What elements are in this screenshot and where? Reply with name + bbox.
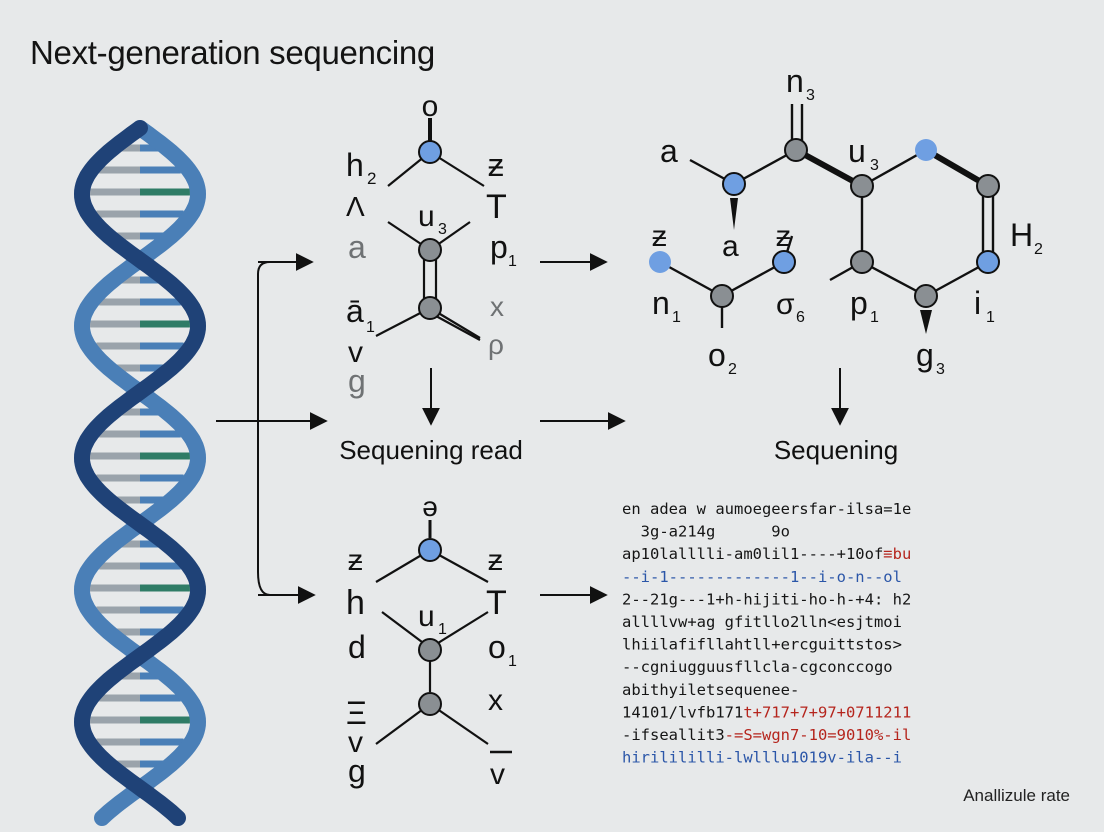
atom-label: u: [418, 600, 435, 633]
sequence-line: 14101/lvfb171t+717+7+97+0711211: [622, 703, 911, 721]
branch-connector: [216, 253, 328, 604]
atom-label: v: [490, 758, 505, 791]
node-gray: [710, 284, 734, 308]
atom-label: ƶ: [488, 147, 504, 183]
sequence-line: en adea w aumoegeersfar-ilsa=1e: [622, 500, 911, 518]
node-gray: [850, 250, 874, 274]
atom-label: n: [652, 285, 670, 321]
sequence-line: -ifseallit3-=S=wgn7-10=9010%-il: [622, 726, 911, 744]
atom-label: o: [708, 337, 726, 373]
atom-label: ƶ: [776, 220, 791, 253]
atom-label: a: [722, 230, 739, 263]
sequence-line: --cgniugguusfllcla-cgconccogo: [622, 658, 893, 676]
node-blue: [772, 250, 796, 274]
analysis-rate-label: Anallizule rate: [963, 786, 1070, 805]
node-gray: [976, 174, 1000, 198]
node-blue: [649, 251, 671, 273]
atom-label: T: [486, 188, 507, 226]
atom-label: Ξ: [346, 695, 367, 731]
sequence-line: --i-1-------------1--i-o-n--ol: [622, 568, 902, 586]
atom-label: u: [418, 200, 435, 233]
atom-subscript: 2: [1034, 241, 1043, 258]
atom-label: v: [348, 726, 363, 759]
sequence-line: allllvw+ag gfitllo2lln<esjtmoi: [622, 613, 902, 631]
atom-subscript: 2: [367, 169, 376, 188]
atom-subscript: 3: [936, 361, 945, 378]
atom-subscript: 1: [438, 621, 447, 638]
node-blue: [976, 250, 1000, 274]
node-blue: [418, 140, 442, 164]
atom-label: H: [1010, 217, 1033, 253]
atom-label: h: [346, 584, 365, 622]
sequence-line: hirilililli-lwlllu1019v-ila--i: [622, 749, 902, 767]
caption-sequencing: Sequening: [774, 435, 898, 465]
node-gray: [418, 692, 442, 716]
atom-label: ƶ: [348, 544, 363, 577]
atom-label: h: [346, 147, 364, 183]
atom-subscript: 3: [806, 87, 815, 104]
node-blue: [418, 538, 442, 562]
node-gray: [418, 638, 442, 662]
atom-label: g: [348, 753, 366, 789]
atom-subscript: 1: [508, 653, 517, 670]
molecule-panel-top: o h 2 ƶ T Λ u 3 a p 1 ā 1 x ρ v g: [346, 90, 517, 399]
atom-subscript: 1: [986, 309, 995, 326]
sequence-line: 2--21g---1+h-hijiti-ho-h-+4: h2: [622, 590, 911, 608]
atom-label: ə: [422, 491, 438, 522]
sequence-line: 3g-a214g 9o: [622, 523, 790, 541]
atom-label: i: [974, 285, 981, 321]
sequence-line: lhiilafifllahtll+ercguittstos>: [622, 636, 902, 654]
atom-label: o: [422, 90, 439, 123]
sequence-read-output: en adea w aumoegeersfar-ilsa=1e 3g-a214g…: [622, 500, 911, 767]
atom-label: d: [348, 629, 366, 665]
node-blue: [722, 172, 746, 196]
atom-subscript: 1: [508, 253, 517, 270]
atom-label: x: [490, 291, 504, 322]
atom-subscript: 3: [438, 221, 447, 238]
node-gray: [914, 284, 938, 308]
atom-label: u: [848, 133, 866, 169]
atom-label: ƶ: [652, 220, 667, 253]
node-blue: [915, 139, 937, 161]
atom-subscript: 1: [672, 309, 681, 326]
atom-label: g: [348, 363, 366, 399]
atom-label: T: [486, 584, 507, 622]
node-gray: [784, 138, 808, 162]
atom-subscript: 1: [870, 309, 879, 326]
helix-strand: [73, 120, 207, 826]
molecule-panel-right: n 3 a u 3 ƶ a ƶ H 2 n 1 σ 6 p 1 i 1 o 2 …: [649, 63, 1043, 378]
atom-label: ā: [346, 293, 364, 329]
atom-label: ρ: [488, 329, 504, 360]
molecule-panel-bottom: ə ƶ ƶ h u 1 T d o 1 Ξ x v g v: [346, 491, 517, 791]
atom-label: v: [348, 336, 363, 369]
atom-subscript: 6: [796, 309, 805, 326]
atom-label: n: [786, 63, 804, 99]
atom-label: ƶ: [488, 544, 503, 577]
page-title: Next-generation sequencing: [30, 34, 435, 71]
atom-label: a: [348, 229, 366, 265]
helix-strand: [73, 120, 207, 826]
atom-label: a: [660, 133, 678, 169]
atom-label: x: [488, 684, 503, 717]
dna-helix-illustration: [73, 120, 207, 826]
atom-subscript: 1: [366, 319, 375, 336]
atom-subscript: 3: [870, 157, 879, 174]
node-gray: [418, 296, 442, 320]
node-gray: [850, 174, 874, 198]
atom-label: p: [850, 285, 868, 321]
atom-label: σ: [776, 288, 795, 321]
sequence-line: ap10lalllli-am0lil1----+10of≡bu: [622, 545, 911, 563]
atom-label: p: [490, 229, 508, 265]
atom-label: g: [916, 337, 934, 373]
atom-label: Λ: [346, 191, 365, 222]
atom-label: o: [488, 629, 506, 665]
node-gray: [418, 238, 442, 262]
sequence-line: abithyiletsequenee-: [622, 681, 799, 699]
atom-subscript: 2: [728, 361, 737, 378]
caption-sequencing-read: Sequening read: [339, 435, 523, 465]
